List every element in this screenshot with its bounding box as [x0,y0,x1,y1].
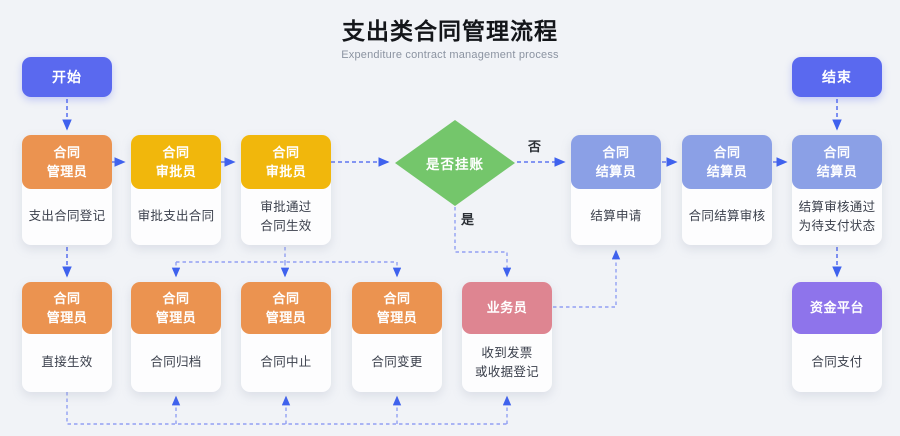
node-desc: 合同变更 [371,355,423,370]
node-start-label: 开始 [52,69,82,85]
edge-label-no: 否 [528,139,542,154]
node-manager-register[interactable]: 合同 管理员 支出合同登记 [22,135,112,245]
node-start[interactable]: 开始 [22,57,112,97]
node-desc: 结算审核通过 为待支付状态 [798,199,876,233]
node-end-label: 结束 [822,69,852,85]
node-clerk-invoice[interactable]: 业务员 收到发票 或收据登记 [462,282,552,392]
node-role: 合同 审批员 [131,135,221,189]
node-desc: 结算申请 [590,209,642,224]
node-role: 合同 管理员 [241,282,331,334]
node-role: 业务员 [462,282,552,334]
node-approver-review[interactable]: 合同 审批员 审批支出合同 [131,135,221,245]
node-desc: 合同归档 [150,355,202,370]
node-approver-pass[interactable]: 合同 审批员 审批通过 合同生效 [241,135,331,245]
node-manager-archive[interactable]: 合同 管理员 合同归档 [131,282,221,392]
node-role: 资金平台 [792,282,882,334]
node-manager-change[interactable]: 合同 管理员 合同变更 [352,282,442,392]
node-desc: 收到发票 或收据登记 [474,345,539,379]
node-decision-on-account[interactable]: 是否挂账 [395,120,515,206]
node-fund-platform[interactable]: 资金平台 合同支付 [792,282,882,392]
node-desc: 审批通过 合同生效 [260,199,312,233]
node-manager-direct-effect[interactable]: 合同 管理员 直接生效 [22,282,112,392]
node-desc: 支出合同登记 [28,209,106,224]
node-role: 合同 管理员 [22,282,112,334]
node-settler-pass[interactable]: 合同 结算员 结算审核通过 为待支付状态 [792,135,882,245]
node-desc: 合同结算审核 [688,209,766,224]
node-settler-review[interactable]: 合同 结算员 合同结算审核 [682,135,772,245]
node-desc: 合同支付 [811,355,863,370]
node-desc: 合同中止 [260,355,312,370]
node-settler-apply[interactable]: 合同 结算员 结算申请 [571,135,661,245]
node-desc: 审批支出合同 [137,209,215,224]
node-role: 合同 结算员 [682,135,772,189]
node-end[interactable]: 结束 [792,57,882,97]
title-block: 支出类合同管理流程 Expenditure contract managemen… [0,12,900,61]
node-manager-terminate[interactable]: 合同 管理员 合同中止 [241,282,331,392]
node-role: 合同 管理员 [22,135,112,189]
edge-label-yes: 是 [461,212,475,227]
node-role: 合同 结算员 [792,135,882,189]
page-subtitle: Expenditure contract management process [341,49,559,61]
node-role: 合同 管理员 [131,282,221,334]
node-role: 合同 管理员 [352,282,442,334]
decision-label: 是否挂账 [426,157,484,172]
node-desc: 直接生效 [41,355,93,370]
node-role: 合同 结算员 [571,135,661,189]
page-title: 支出类合同管理流程 [342,18,558,44]
node-role: 合同 审批员 [241,135,331,189]
